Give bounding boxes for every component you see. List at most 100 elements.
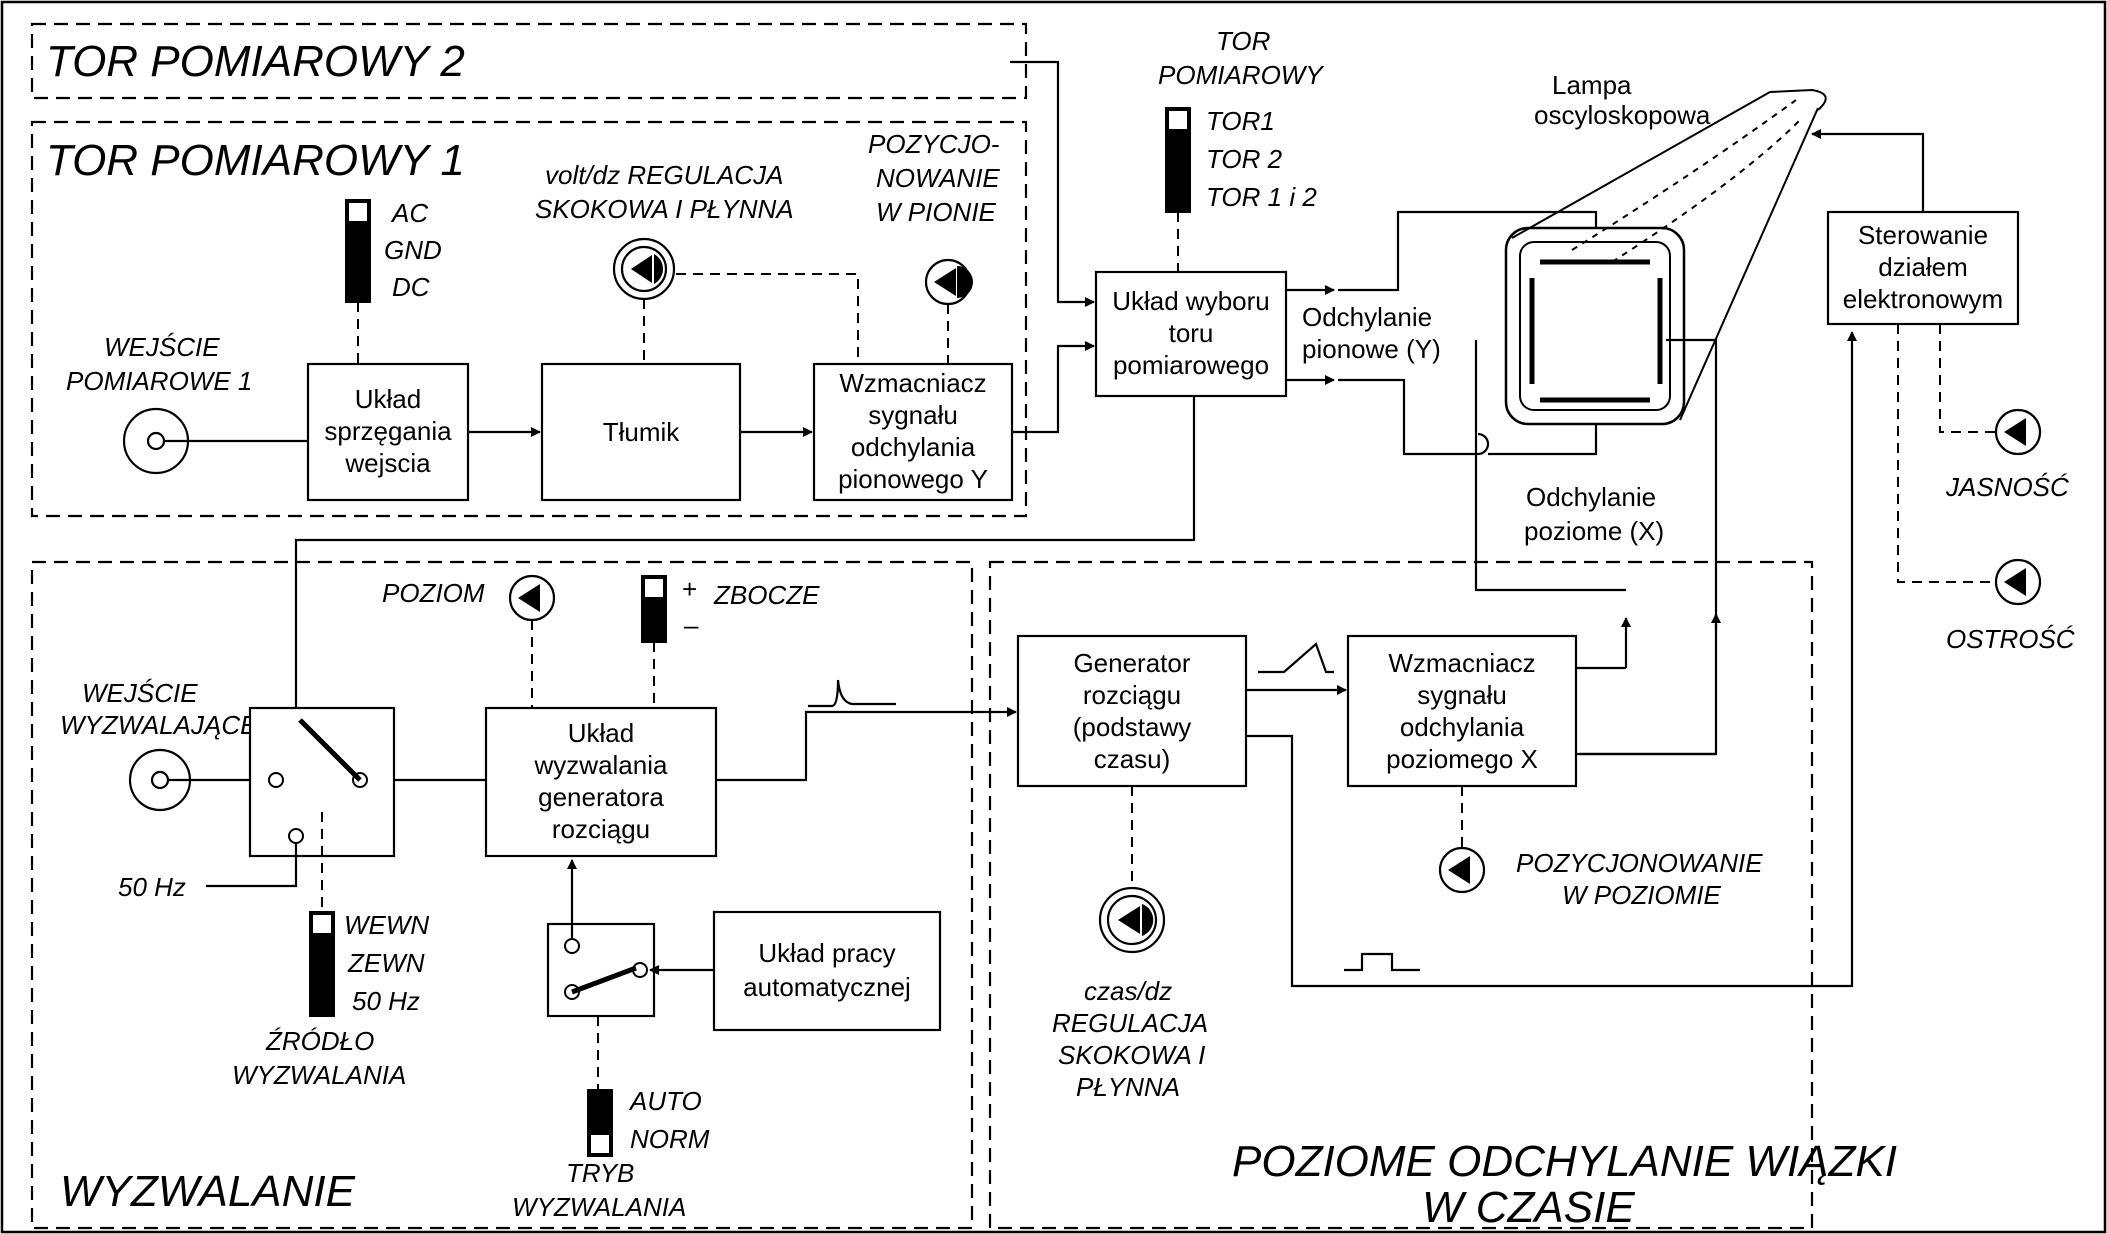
vamp-text-3: odchylania [851,432,976,462]
horizontal-position-knob[interactable] [1438,846,1486,894]
trigger-source-switch[interactable] [309,911,335,1017]
coupling-switch[interactable] [345,199,371,303]
chsel-text-2: toru [1169,318,1214,348]
auto-text-1: Układ pracy [758,938,895,968]
volt-div-label-2: SKOKOWA I PŁYNNA [535,194,794,224]
trig-text-3: generatora [538,782,664,812]
trig-input-label-2: WYZWALAJĄCE [60,710,258,740]
chsel-text-3: pomiarowego [1113,350,1269,380]
chan-opt-2: TOR 2 [1206,144,1283,174]
hpos-label-1: POZYCJONOWANIE [1516,848,1763,878]
trigger-circuit-block [484,706,718,858]
timebase-knob[interactable] [1098,886,1166,954]
trig-input-label-1: WEJŚCIE [82,678,198,708]
trig-text-1: Układ [568,718,634,748]
volt-div-knob[interactable] [612,237,676,301]
vamp-text-4: pionowego Y [838,464,988,494]
trigger-level-knob[interactable] [508,574,556,622]
sweep-text-2: rozciągu [1083,680,1181,710]
chsel-text-1: Układ wyboru [1112,286,1270,316]
timebase-label-2: REGULACJA [1052,1008,1208,1038]
mode-title-2: WYZWALANIA [512,1192,686,1222]
sweep-text-1: Generator [1073,648,1190,678]
coupling-text-2: sprzęgania [324,416,452,446]
hz50-label: 50 Hz [118,872,186,902]
vpos-label-2: NOWANIE [876,163,1000,193]
source-opt-1: WEWN [344,910,429,940]
section-trigger-frame [30,560,974,1230]
slope-plus: + [682,574,697,604]
hamp-text-2: sygnału [1417,680,1507,710]
timebase-label-4: PŁYNNA [1076,1072,1180,1102]
channel-select-block [1094,270,1288,398]
beam-text-2: działem [1878,252,1968,282]
input1-label-1: WEJŚCIE [104,332,220,362]
beam-control-block [1826,210,2020,326]
hpos-label-2: W POZIOMIE [1562,880,1722,910]
level-label: POZIOM [382,578,485,608]
mode-opt-norm: NORM [630,1124,710,1154]
brightness-knob[interactable] [1994,408,2042,456]
vdefl-label-1: Odchylanie [1302,302,1432,332]
unblank-pulse-waveform [1344,952,1420,972]
section-horizontal-title-1: POZIOME ODCHYLANIE WIĄZKI [1232,1137,1897,1186]
mode-title-1: TRYB [566,1158,634,1188]
coupling-gnd: GND [384,235,442,265]
volt-div-label-1: volt/dz REGULACJA [545,160,783,190]
coupling-dc: DC [392,272,430,302]
beam-text-1: Sterowanie [1858,220,1988,250]
attenuator-text: Tłumik [603,417,681,447]
slope-minus: – [684,610,699,640]
hamp-text-4: poziomego X [1386,744,1538,774]
section-horizontal-frame [988,560,1814,1230]
trigger-mode-switch[interactable] [587,1089,613,1157]
chan-title-1: TOR [1216,26,1270,56]
hamp-text-1: Wzmacniacz [1388,648,1535,678]
coupling-ac: AC [390,198,428,228]
crt-tube [1504,88,1827,426]
vertical-position-knob[interactable] [924,258,973,306]
horizontal-amp-block [1346,634,1578,788]
chan-title-2: POMIAROWY [1158,60,1324,90]
coupling-text-1: Układ [355,384,421,414]
slope-switch[interactable] [641,575,667,643]
input1-label-2: POMIAROWE 1 [66,366,252,396]
attenuator-block [540,362,742,502]
section-tor1-title: TOR POMIAROWY 1 [46,136,465,185]
trig-text-4: rozciągu [552,814,650,844]
sweep-text-4: czasu) [1094,744,1171,774]
focus-label: OSTROŚĆ [1946,624,2075,654]
brightness-label: JASNOŚĆ [1945,472,2069,502]
vdefl-label-2: pionowe (Y) [1302,334,1441,364]
vpos-label-3: W PIONIE [876,197,997,227]
section-horizontal-title-2: W CZASIE [1422,1183,1635,1232]
hamp-text-3: odchylania [1400,712,1525,742]
focus-knob[interactable] [1994,558,2042,606]
source-title-1: ŹRÓDŁO [265,1026,374,1056]
chan-opt-3: TOR 1 i 2 [1206,182,1317,212]
slope-label: ZBOCZE [713,580,820,610]
source-title-2: WYZWALANIA [232,1060,406,1090]
beam-text-3: elektronowym [1843,284,2003,314]
auto-text-2: automatycznej [743,972,911,1002]
channel-switch[interactable] [1165,107,1191,213]
hdefl-label-2: poziome (X) [1524,516,1664,546]
section-trigger-title: WYZWALANIE [60,1167,356,1216]
mode-opt-auto: AUTO [628,1086,702,1116]
chan-opt-1: TOR1 [1206,106,1275,136]
timebase-label-1: czas/dz [1084,976,1172,1006]
vertical-amp-block [812,362,1014,502]
trigger-pulse-waveform [808,679,896,708]
vamp-text-2: sygnału [868,400,958,430]
tube-label-1: Lampa [1552,70,1632,100]
auto-mode-block [712,910,942,1032]
source-opt-2: ZEWN [347,948,425,978]
sweep-text-3: (podstawy [1073,712,1192,742]
vamp-text-1: Wzmacniacz [839,368,986,398]
hdefl-label-1: Odchylanie [1526,482,1656,512]
tube-label-2: oscyloskopowa [1534,100,1711,130]
coupling-block [306,362,470,502]
source-opt-3: 50 Hz [352,986,420,1016]
